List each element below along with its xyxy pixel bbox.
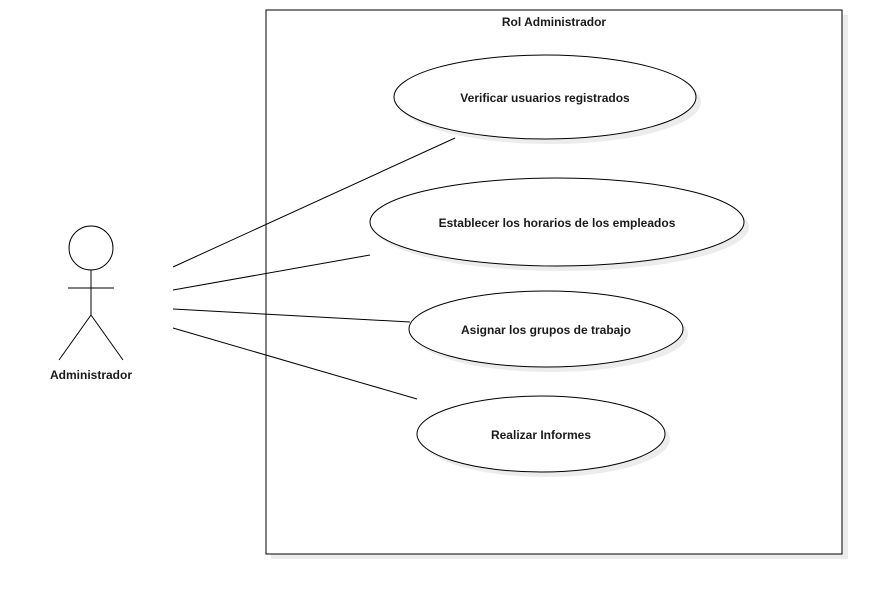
use-case-label: Asignar los grupos de trabajo [461, 323, 631, 337]
association-line-verificar[interactable] [172, 137, 456, 268]
association-line-realizar[interactable] [172, 327, 418, 400]
actor-name: Administrador [50, 368, 132, 382]
actor-head [68, 225, 114, 271]
actor-administrador[interactable] [58, 225, 124, 361]
actor-left-leg [58, 314, 92, 361]
use-case-establecer[interactable]: Establecer los horarios de los empleados [369, 177, 749, 271]
actor-right-leg [90, 314, 124, 361]
use-case-asignar[interactable]: Asignar los grupos de trabajo [408, 290, 688, 372]
use-case-label: Establecer los horarios de los empleados [439, 216, 676, 230]
use-case-realizar[interactable]: Realizar Informes [416, 395, 670, 477]
association-line-asignar[interactable] [172, 308, 411, 323]
use-case-ellipse [393, 54, 697, 140]
use-case-ellipse [369, 177, 745, 267]
use-case-verificar[interactable]: Verificar usuarios registrados [393, 54, 701, 144]
association-line-establecer[interactable] [172, 254, 371, 291]
system-title: Rol Administrador [502, 15, 607, 29]
use-case-ellipse [408, 290, 684, 368]
use-case-label: Verificar usuarios registrados [460, 91, 630, 105]
associations [172, 137, 456, 400]
use-case-label: Realizar Informes [491, 428, 591, 442]
use-case-ellipse [416, 395, 666, 473]
